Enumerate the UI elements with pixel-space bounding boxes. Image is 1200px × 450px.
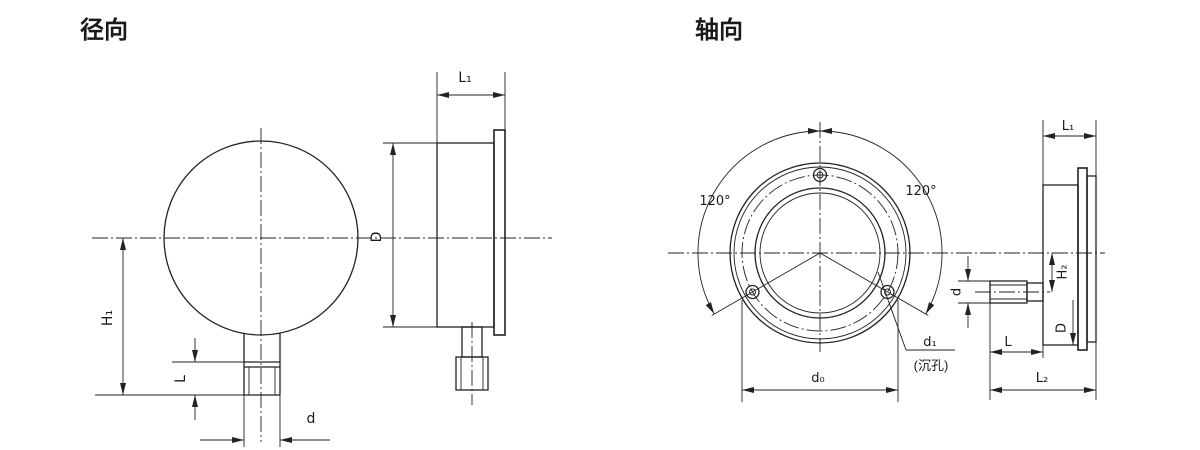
L-dimension: L — [172, 338, 244, 420]
axial-d-dimension: d — [950, 256, 990, 328]
axial-L-dimension: L — [990, 335, 1044, 358]
angle-arc-left — [697, 128, 821, 315]
L1-label: L₁ — [458, 70, 471, 86]
radial-stem — [243, 333, 281, 396]
angle-dimensions: 120° 120° — [697, 128, 943, 315]
axial-stem — [975, 280, 1050, 304]
d0-dimension: d₀ — [741, 300, 899, 402]
angle-left-label: 120° — [699, 194, 730, 209]
axial-L1-dimension: L₁ — [1042, 119, 1097, 185]
d1-note: (沉孔) — [914, 358, 949, 373]
d0-label: d₀ — [811, 371, 824, 386]
axial-rear-flange — [1077, 167, 1088, 351]
D-dimension: D — [369, 142, 437, 328]
axial-side-view: L₁ H₂ D d L L — [950, 119, 1097, 400]
H1-label: H₁ — [100, 310, 116, 326]
axial-D-label: D — [1055, 323, 1070, 333]
L-label: L — [173, 375, 189, 383]
L2-dimension: L₂ — [989, 303, 1097, 400]
H2-dimension: H₂ — [1049, 253, 1071, 292]
d1-leader: d₁ (沉孔) — [877, 271, 955, 373]
radial-front-view: H₁ L d — [92, 128, 552, 447]
H1-dimension: H₁ — [95, 238, 244, 396]
angle-right-label: 120° — [905, 184, 936, 199]
radial-line-right — [819, 252, 929, 316]
L2-label: L₂ — [1036, 371, 1048, 386]
axial-L1-label: L₁ — [1062, 119, 1074, 134]
axial-d-label: d — [950, 288, 965, 296]
d1-label: d₁ — [923, 335, 936, 350]
H2-label: H₂ — [1056, 265, 1071, 280]
D-label: D — [369, 232, 385, 243]
axial-title: 轴向 — [695, 16, 743, 44]
d1-leader-line — [877, 271, 907, 351]
case-body — [436, 142, 495, 328]
angle-arc-right — [819, 128, 943, 315]
radial-side-view: D L₁ — [369, 70, 506, 405]
axial-D-dimension: D — [1055, 300, 1076, 345]
axial-front-bezel — [1086, 175, 1097, 343]
radial-title: 径向 — [80, 16, 128, 44]
front-flange — [493, 129, 506, 336]
axial-front-view: 120° 120° d₀ d₁ (沉孔) — [668, 122, 1105, 402]
axial-L-label: L — [1004, 335, 1012, 350]
d-dimension: d — [200, 395, 330, 447]
d-label: d — [307, 411, 316, 427]
L1-dimension: L₁ — [436, 70, 506, 143]
radial-line-left — [711, 252, 821, 316]
